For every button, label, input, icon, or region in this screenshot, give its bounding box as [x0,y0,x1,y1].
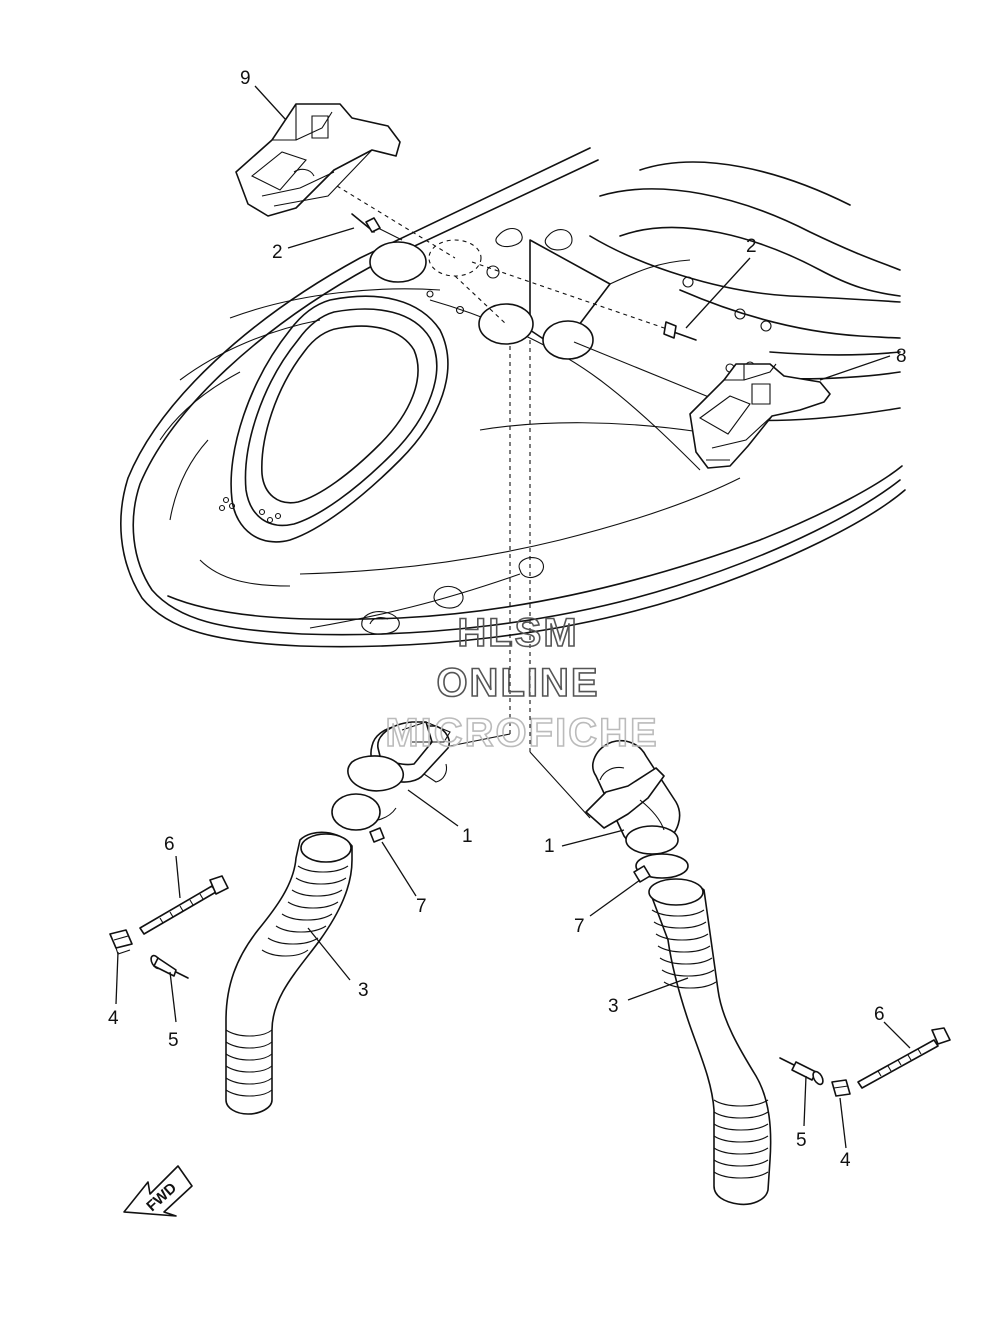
callout-9: 9 [240,68,251,89]
part-9-duct-cover [235,103,401,217]
intake-opening-left [369,241,427,283]
callouts: 9 2 2 8 1 7 3 6 4 5 1 7 3 6 5 4 [108,68,907,1171]
part-1-elbow-duct-right [585,740,681,855]
intake-openings [369,239,594,360]
watermark-line-2: ONLINE [436,661,599,705]
callout-2-right: 2 [746,236,757,257]
callout-6-right: 6 [874,1004,885,1025]
hull-deck [120,147,906,648]
callout-5-right: 5 [796,1130,807,1151]
callout-1-right: 1 [544,836,555,857]
part-3-hose-right [648,878,772,1206]
intake-opening-right [542,320,594,360]
part-8-duct-cover [689,363,831,469]
part-6-cable-tie-left [139,875,229,935]
watermark: HLSM ONLINE MICROFICHE [385,610,658,756]
part-4-clip-right [831,1079,851,1097]
leader-lines [115,85,911,1149]
fwd-direction-arrow: FWD [123,1165,193,1217]
part-7-hose-clamp-left [331,793,397,843]
callout-1-left: 1 [462,826,473,847]
callout-3-left: 3 [358,980,369,1001]
part-6-cable-tie-right [857,1027,951,1089]
callout-5-left: 5 [168,1030,179,1051]
part-7-hose-clamp-right [633,853,689,883]
watermark-line-1: HLSM [457,611,578,655]
callout-2-left: 2 [272,242,283,263]
part-5-rivet-left [150,954,189,979]
callout-7-right: 7 [574,916,585,937]
callout-3-right: 3 [608,996,619,1017]
part-2-screw-right [663,321,697,341]
callout-6-left: 6 [164,834,175,855]
callout-4-right: 4 [840,1150,851,1171]
part-4-clip-left [109,929,133,955]
callout-7-left: 7 [416,896,427,917]
intake-opening-center [478,303,534,345]
part-3-hose-left [225,831,353,1115]
part-2-screw-left [351,213,381,233]
callout-8: 8 [896,346,907,367]
part-1-elbow-duct-left [347,721,451,792]
assembly-lines [336,185,727,819]
callout-4-left: 4 [108,1008,119,1029]
part-5-rivet-right [779,1057,824,1086]
watermark-line-3: MICROFICHE [385,711,658,755]
